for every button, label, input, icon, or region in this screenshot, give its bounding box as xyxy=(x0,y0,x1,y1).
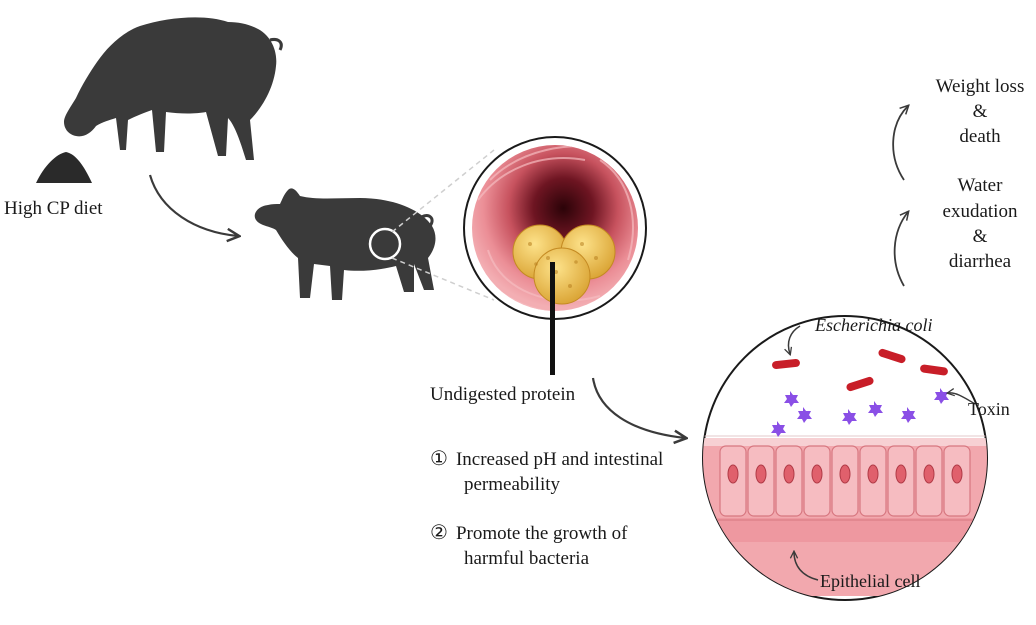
protein-arrow xyxy=(591,377,685,438)
effect-number-2: ② xyxy=(430,522,448,544)
effect-item-1: ① Increased pH and intestinal xyxy=(430,448,663,471)
diet-label: High CP diet xyxy=(4,198,103,219)
epithelial-callout xyxy=(794,552,819,581)
piglet-magnifier xyxy=(368,227,402,261)
ecoli-label: Escherichia coli xyxy=(815,315,933,335)
outcome-weight-2: & xyxy=(972,101,988,122)
ecoli-callout xyxy=(788,325,801,354)
adult-pig-icon xyxy=(64,17,283,160)
undigested-label: Undigested protein xyxy=(430,384,576,405)
zoom-guides xyxy=(391,149,495,301)
effect-text-2a: Promote the growth of xyxy=(455,523,628,544)
epithelium-icon xyxy=(702,315,988,601)
piglet-icon xyxy=(254,188,436,300)
outcome-water-1: Water xyxy=(957,175,1003,196)
outcome-water-3: & xyxy=(972,226,988,247)
outcome-water-4: diarrhea xyxy=(948,251,1012,272)
diarrhea-arrow xyxy=(893,212,908,287)
bacteria-icon xyxy=(772,348,948,392)
effect-text-1a: Increased pH and intestinal xyxy=(455,449,664,470)
death-arrow xyxy=(892,106,908,181)
toxin-label: Toxin xyxy=(968,399,1010,419)
outcome-weight-1: Weight loss xyxy=(935,76,1025,97)
effect-text-1b: permeability xyxy=(464,474,561,495)
outcome-water-2: exudation xyxy=(942,201,1018,222)
effect-item-2: ② Promote the growth of xyxy=(430,522,627,545)
diet-arrow xyxy=(148,174,238,236)
epithelial-label: Epithelial cell xyxy=(820,571,921,591)
undigested-pointer xyxy=(550,262,555,375)
feed-pile-icon xyxy=(36,152,92,183)
toxin-callout xyxy=(948,393,976,405)
toxin-icon xyxy=(771,388,949,437)
effect-text-2b: harmful bacteria xyxy=(464,548,590,569)
outcome-weight-3: death xyxy=(959,126,1001,147)
effect-number-1: ① xyxy=(430,448,448,470)
